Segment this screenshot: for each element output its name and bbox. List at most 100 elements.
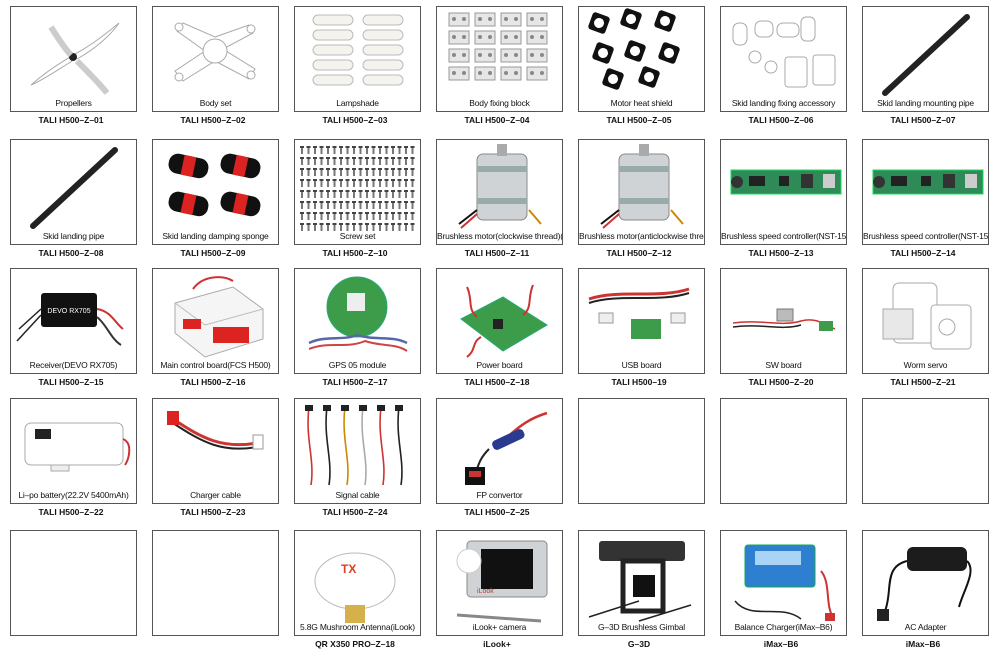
part-name: Balance Charger(iMax–B6) <box>734 622 833 632</box>
part-code: TALI H500–Z–11 <box>464 248 530 258</box>
body-frame-icon <box>174 22 256 82</box>
part-code: TALI H500–Z–08 <box>38 248 104 258</box>
part-name: FP convertor <box>476 490 523 500</box>
part-code: TALI H500–Z–05 <box>606 115 672 125</box>
empty-cell <box>568 392 710 522</box>
part-name: Worm servo <box>903 360 948 370</box>
part-code: QR X350 PRO–Z–18 <box>315 639 395 649</box>
servo-icon <box>882 282 972 350</box>
part-code: TALI H500–Z–06 <box>748 115 814 125</box>
pipe-icon <box>882 14 970 96</box>
part-name: USB board <box>621 360 662 370</box>
part-name: Motor heat shield <box>610 98 673 108</box>
esc-board-icon <box>730 169 842 195</box>
part-code: TALI H500–Z–18 <box>464 377 530 387</box>
part-photo-frame: Brushless motor(anticlockwise thread)(WK… <box>578 139 705 245</box>
part-code: TALI H500–Z–17 <box>322 377 388 387</box>
part-photo-frame: SW board <box>720 268 847 374</box>
motor-icon <box>600 144 684 229</box>
part-code: iMax–B6 <box>763 639 799 649</box>
part-name: G–3D Brushless Gimbal <box>598 622 685 632</box>
battery-icon <box>24 422 131 472</box>
part-name: Screw set <box>339 231 376 241</box>
part-code: TALI H500–Z–07 <box>890 115 956 125</box>
part-photo-frame: Motor heat shield <box>578 6 705 112</box>
part-photo-frame: Skid landing pipe <box>10 139 137 245</box>
heat-shield-icon <box>588 8 680 90</box>
part-name: Li–po battery(22.2V 5400mAh) <box>18 490 129 500</box>
empty-cell <box>0 524 142 654</box>
part-code: TALI H500–Z–25 <box>464 507 530 517</box>
part-code: TALI H500–19 <box>611 377 667 387</box>
power-board-icon <box>460 284 548 358</box>
part-code: TALI H500–Z–22 <box>38 507 104 517</box>
part-code: TALI H500–Z–01 <box>38 115 104 125</box>
adapter-icon <box>877 547 972 621</box>
part-photo-frame: Body fixing block <box>436 6 563 112</box>
part-code: TALI H500–Z–12 <box>606 248 672 258</box>
part-name: iLook+ camera <box>472 622 527 632</box>
part-code: TALI H500–Z–15 <box>38 377 104 387</box>
part-name: Brushless motor(anticlockwise thread)(WK… <box>579 231 704 241</box>
fixing-accessory-icon <box>732 16 836 88</box>
screw-set-icon <box>300 146 415 231</box>
part-name: Skid landing mounting pipe <box>877 98 974 108</box>
part-code: TALI H500–Z–02 <box>180 115 246 125</box>
part-name: GPS 05 module <box>328 360 387 370</box>
part-name: Main control board(FCS H500) <box>160 360 271 370</box>
part-photo-frame: FP convertor <box>436 398 563 504</box>
part-code: TALI H500–Z–10 <box>322 248 388 258</box>
part-photo-frame: DEVO RX705 Receiver(DEVO RX705) <box>10 268 137 374</box>
part-photo-frame: Skid landing damping sponge <box>152 139 279 245</box>
part-card: Main control board(FCS H500)TALI H500–Z–… <box>142 262 284 392</box>
part-card: Brushless motor(anticlockwise thread)(WK… <box>568 133 710 263</box>
part-photo-frame: Brushless motor(clockwise thread)(WK-WS-… <box>436 139 563 245</box>
part-photo-frame: Signal cable <box>294 398 421 504</box>
part-photo-frame: USB board <box>578 268 705 374</box>
part-photo-frame: Charger cable <box>152 398 279 504</box>
part-name: Power board <box>476 360 523 370</box>
part-code: TALI H500–Z–24 <box>322 507 388 517</box>
part-name: Brushless speed controller(NST-15AH(R)) <box>721 231 847 241</box>
part-photo-frame: Power board <box>436 268 563 374</box>
part-photo-frame: Skid landing fixing accessory <box>720 6 847 112</box>
part-card: Brushless speed controller(NST-15AH(G))T… <box>852 133 994 263</box>
part-code: TALI H500–Z–23 <box>180 507 246 517</box>
pipe-icon <box>30 147 118 229</box>
part-name: Body set <box>199 98 232 108</box>
part-name: Skid landing damping sponge <box>162 231 269 241</box>
part-name: Body fixing block <box>469 98 530 108</box>
part-photo-frame: GPS 05 module <box>294 268 421 374</box>
part-name: Propellers <box>55 98 92 108</box>
part-photo-frame: Lampshade <box>294 6 421 112</box>
part-name: Skid landing pipe <box>42 231 105 241</box>
part-photo-frame <box>152 530 279 636</box>
part-photo-frame: Brushless speed controller(NST-15AH(R)) <box>720 139 847 245</box>
empty-cell <box>710 392 852 522</box>
empty-cell <box>142 524 284 654</box>
part-code: TALI H500–Z–13 <box>748 248 814 258</box>
part-name: Signal cable <box>335 490 380 500</box>
part-name: Brushless speed controller(NST-15AH(G)) <box>863 231 989 241</box>
cable-icon <box>167 411 264 450</box>
svg-text:DEVO RX705: DEVO RX705 <box>47 308 90 315</box>
usb-board-icon <box>588 287 690 339</box>
part-code: iLook+ <box>483 639 511 649</box>
receiver-icon: DEVO RX705 <box>16 293 124 346</box>
gps-module-icon <box>308 276 408 352</box>
part-card: Brushless motor(clockwise thread)(WK-WS-… <box>426 133 568 263</box>
part-photo-frame: Skid landing mounting pipe <box>862 6 989 112</box>
